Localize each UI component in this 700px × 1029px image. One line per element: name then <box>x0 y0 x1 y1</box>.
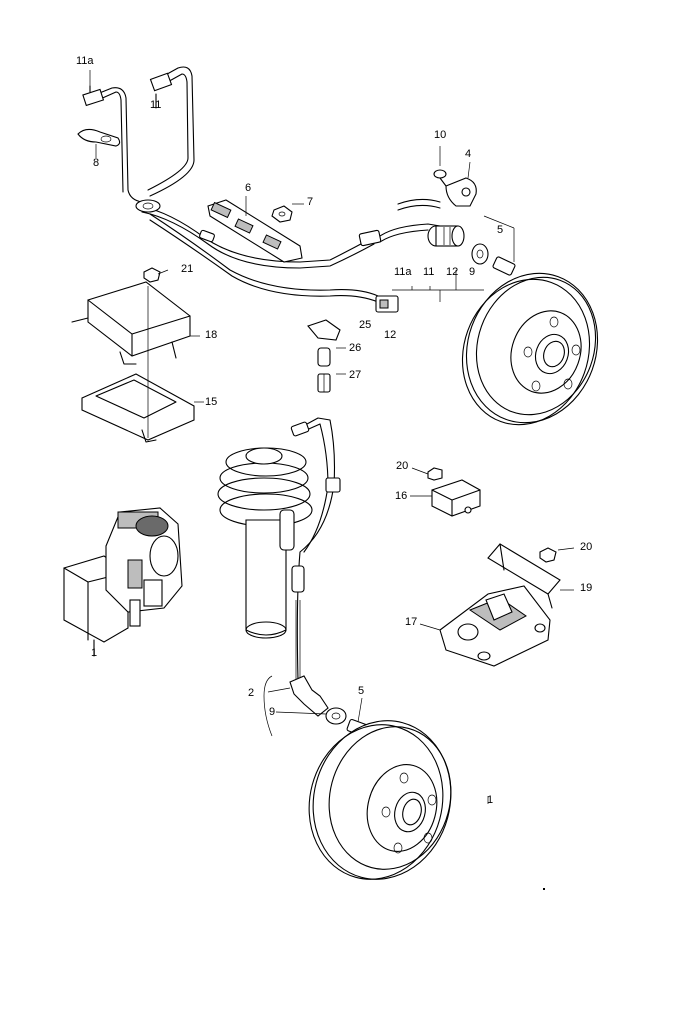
label-9-top: 9 <box>469 266 476 278</box>
label-15: 15 <box>205 396 218 408</box>
label-26: 26 <box>349 342 362 354</box>
nut-7 <box>271 205 293 223</box>
connector-25-12 <box>375 295 399 313</box>
plug-connector-11-12 <box>427 225 465 247</box>
label-21: 21 <box>181 263 194 275</box>
clip-25 <box>307 319 341 341</box>
label-5-low: 5 <box>358 685 365 697</box>
label-1-hydraulic: 1 <box>91 647 98 659</box>
label-12-mid: 12 <box>446 266 459 278</box>
grommet-9-top <box>471 243 489 265</box>
label-12-low: 12 <box>384 329 397 341</box>
label-16: 16 <box>395 490 408 502</box>
bolt-10 <box>433 169 447 187</box>
nut-21 <box>143 267 161 283</box>
wheel-sensor-2 <box>289 675 329 717</box>
label-1-disc: 1 <box>487 794 494 806</box>
label-4: 4 <box>465 148 472 160</box>
connector-11-top <box>149 72 173 109</box>
sensor-5-top <box>492 256 516 276</box>
brake-disc-top <box>461 272 599 426</box>
leader-lines <box>89 70 575 804</box>
brake-disc-bottom <box>308 720 452 880</box>
wiring-harness <box>91 66 441 303</box>
label-25: 25 <box>359 319 372 331</box>
label-10: 10 <box>434 129 447 141</box>
harness-connector-mid <box>199 229 382 247</box>
label-5-top: 5 <box>497 224 504 236</box>
spring-strut <box>217 447 313 639</box>
bracket-6 <box>207 199 303 263</box>
grommet-8 <box>77 128 121 147</box>
label-11a-mid: 11a <box>394 266 412 278</box>
clip-27 <box>317 373 331 393</box>
label-11a-top: 11a <box>76 55 94 67</box>
label-11-mid: 11 <box>423 266 435 278</box>
bracket-19 <box>487 543 561 609</box>
sensor-wire-front <box>279 417 341 681</box>
label-9-low: 9 <box>269 706 276 718</box>
label-17: 17 <box>405 616 418 628</box>
label-18: 18 <box>205 329 218 341</box>
hydraulic-unit <box>63 507 183 657</box>
label-6: 6 <box>245 182 252 194</box>
label-7: 7 <box>307 196 314 208</box>
label-20-lower: 20 <box>580 541 593 553</box>
label-2: 2 <box>248 687 255 699</box>
connector-11a-top <box>82 85 105 107</box>
nut-20-upper <box>427 467 443 481</box>
label-27: 27 <box>349 369 362 381</box>
label-11-top: 11 <box>150 99 162 111</box>
label-19: 19 <box>580 582 593 594</box>
bracket-15 <box>81 286 195 443</box>
label-20-upper: 20 <box>396 460 409 472</box>
sensor-4 <box>445 177 477 207</box>
nut-20-lower <box>539 547 557 563</box>
clip-center <box>135 199 161 213</box>
sleeve-26 <box>317 347 331 367</box>
grommet-9-low <box>325 707 347 725</box>
acceleration-sensor-16 <box>431 479 481 517</box>
label-8: 8 <box>93 157 100 169</box>
control-module-17 <box>439 585 551 667</box>
control-unit-18 <box>71 281 191 365</box>
